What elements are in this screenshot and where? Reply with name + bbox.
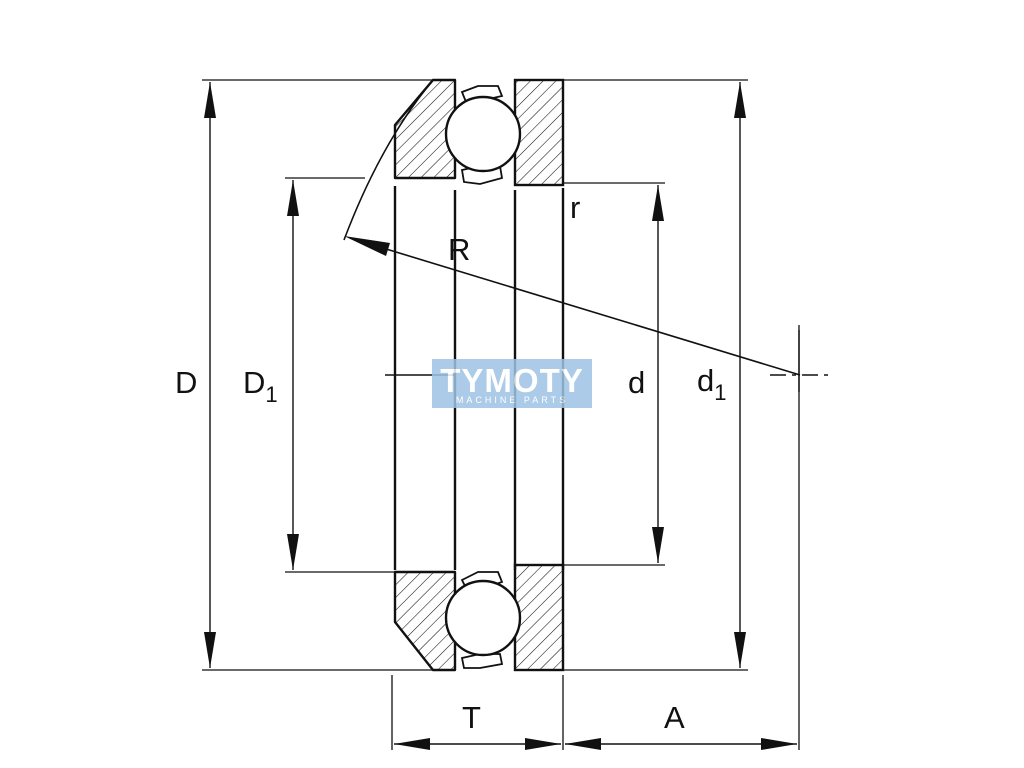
label-R: R <box>448 232 470 267</box>
bottom-ball <box>444 579 522 657</box>
watermark-sub-text: MACHINE PARTS <box>456 395 568 405</box>
label-d1-sub: 1 <box>714 380 726 405</box>
label-d: d <box>628 365 645 400</box>
sphere-radius-R <box>343 89 801 376</box>
label-r: r <box>570 190 580 225</box>
label-A: A <box>664 700 685 735</box>
label-d1: d1 <box>697 363 727 405</box>
label-D1: D1 <box>243 365 278 407</box>
top-ball <box>444 95 522 173</box>
label-D1-main: D <box>243 365 265 400</box>
label-D: D <box>175 365 197 400</box>
top-shaft-washer <box>513 78 565 187</box>
bottom-housing-washer <box>393 570 457 672</box>
label-d1-main: d <box>697 363 714 398</box>
label-D1-sub: 1 <box>265 382 277 407</box>
watermark-main-text: TYMOTY <box>440 362 584 399</box>
radius-arrowhead <box>344 236 390 256</box>
dimension-arrowheads <box>204 82 797 750</box>
watermark-logo: TYMOTY MACHINE PARTS <box>432 359 592 408</box>
bottom-shaft-washer <box>513 563 565 672</box>
label-T: T <box>462 700 481 735</box>
